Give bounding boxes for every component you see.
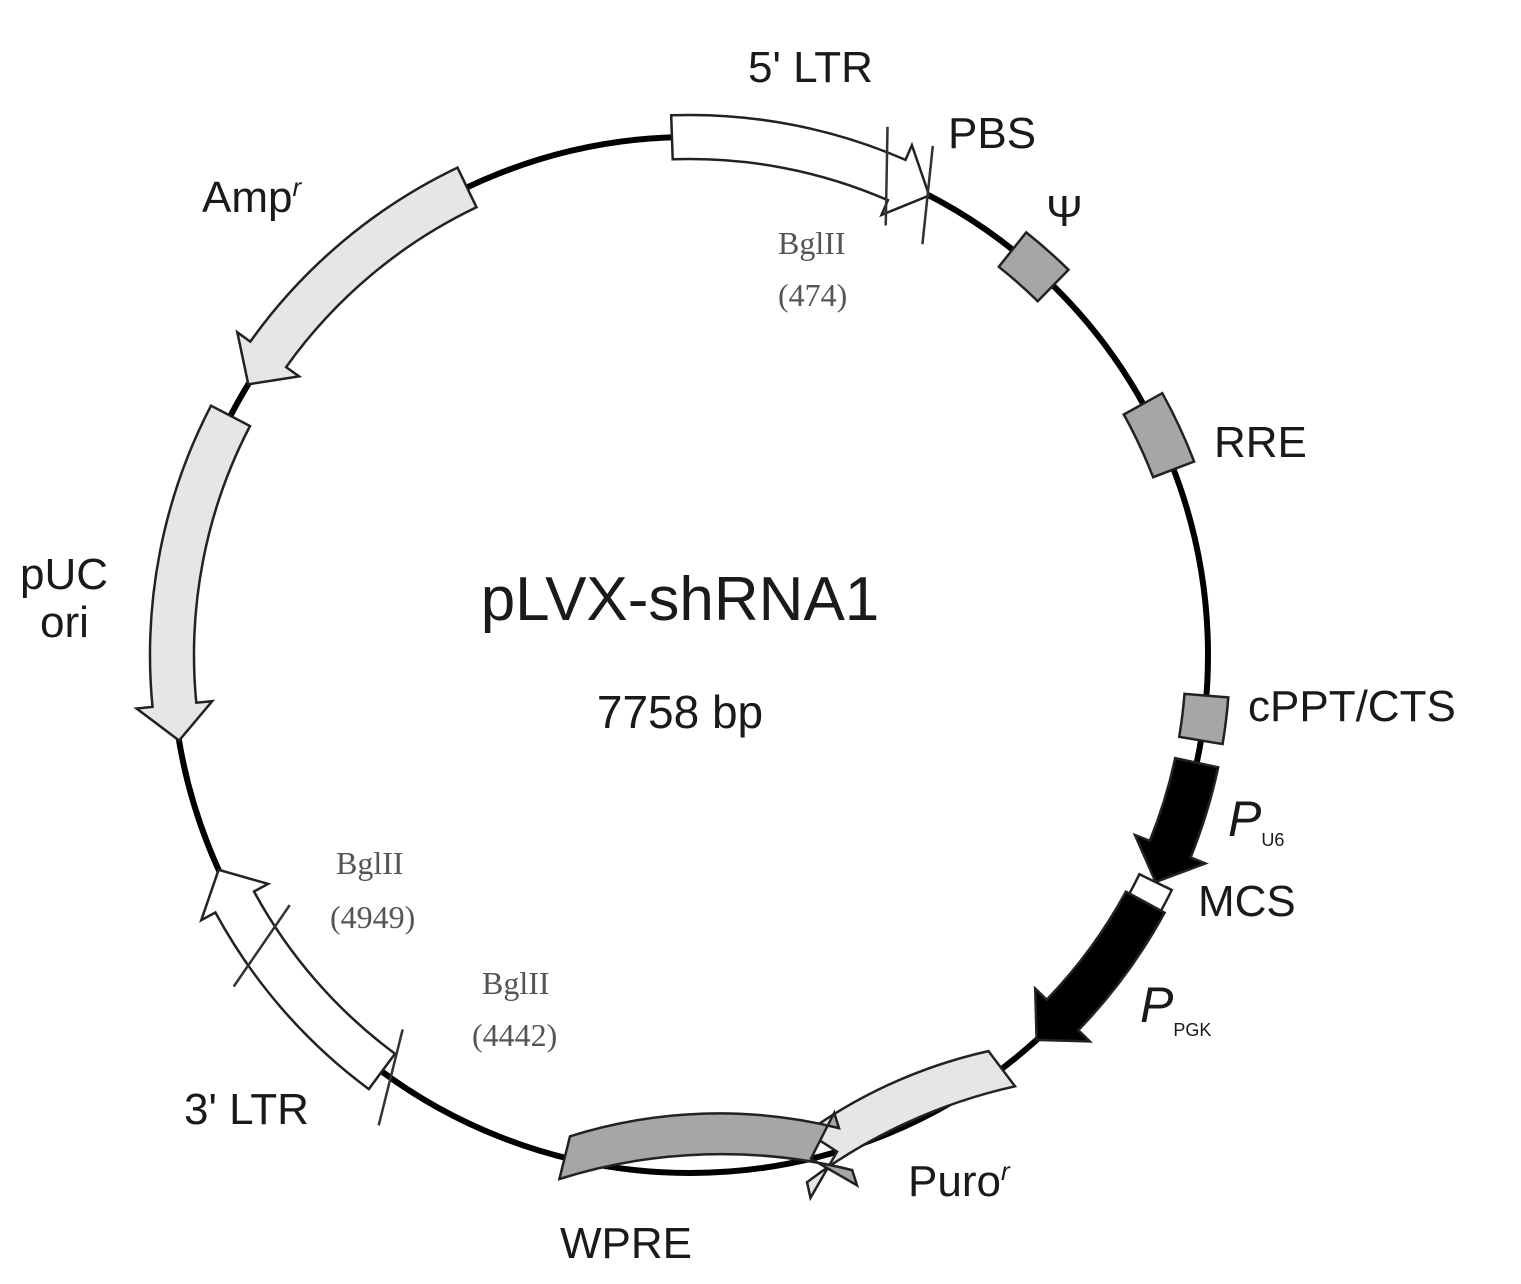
site-marks (232, 126, 935, 1126)
feature-layer (133, 113, 1230, 1202)
label-rre: RRE (1214, 418, 1307, 467)
label-puc-line1: pUC (20, 550, 108, 599)
cut-bglii-4442 (377, 1029, 404, 1126)
feature-rre (1122, 391, 1196, 479)
plasmid-name: pLVX-shRNA1 (481, 565, 880, 634)
label-3ltr: 3' LTR (184, 1085, 309, 1134)
site-bglii-4949-pos: (4949) (330, 899, 415, 935)
site-bglii-4949-name: BglII (336, 845, 404, 881)
site-bglii-4442-name: BglII (482, 965, 550, 1001)
site-bglii-4442-pos: (4442) (472, 1017, 557, 1053)
feature-cppt (1177, 692, 1230, 746)
label-amp: Ampr (202, 172, 302, 222)
label-puc-line2: ori (40, 598, 89, 647)
label-5ltr: 5' LTR (748, 43, 873, 92)
label-pbs: PBS (948, 109, 1036, 158)
feature-wpre (557, 1109, 860, 1188)
feature-psi (997, 230, 1071, 303)
label-cppt: cPPT/CTS (1248, 682, 1456, 731)
site-bglii-474-pos: (474) (778, 277, 847, 313)
feature-amp (235, 165, 479, 386)
label-ppgk: PPGK (1140, 977, 1211, 1040)
label-mcs: MCS (1198, 877, 1296, 926)
label-psi: Ψ (1046, 187, 1083, 236)
feature-5ltr (669, 113, 931, 218)
cut-bglii-4949 (232, 904, 291, 988)
feature-pu6 (1132, 756, 1220, 884)
feature-3ltr (199, 868, 397, 1091)
cut-bglii-474 (921, 145, 935, 245)
site-bglii-474-name: BglII (778, 225, 846, 261)
label-pu6: PU6 (1228, 791, 1284, 850)
feature-ppgk (1033, 890, 1167, 1043)
label-puro: Puror (908, 1156, 1011, 1206)
cut-5ltr-pbs (884, 126, 889, 226)
feature-puc (133, 404, 252, 743)
label-wpre: WPRE (560, 1219, 692, 1268)
plasmid-size: 7758 bp (597, 686, 763, 738)
